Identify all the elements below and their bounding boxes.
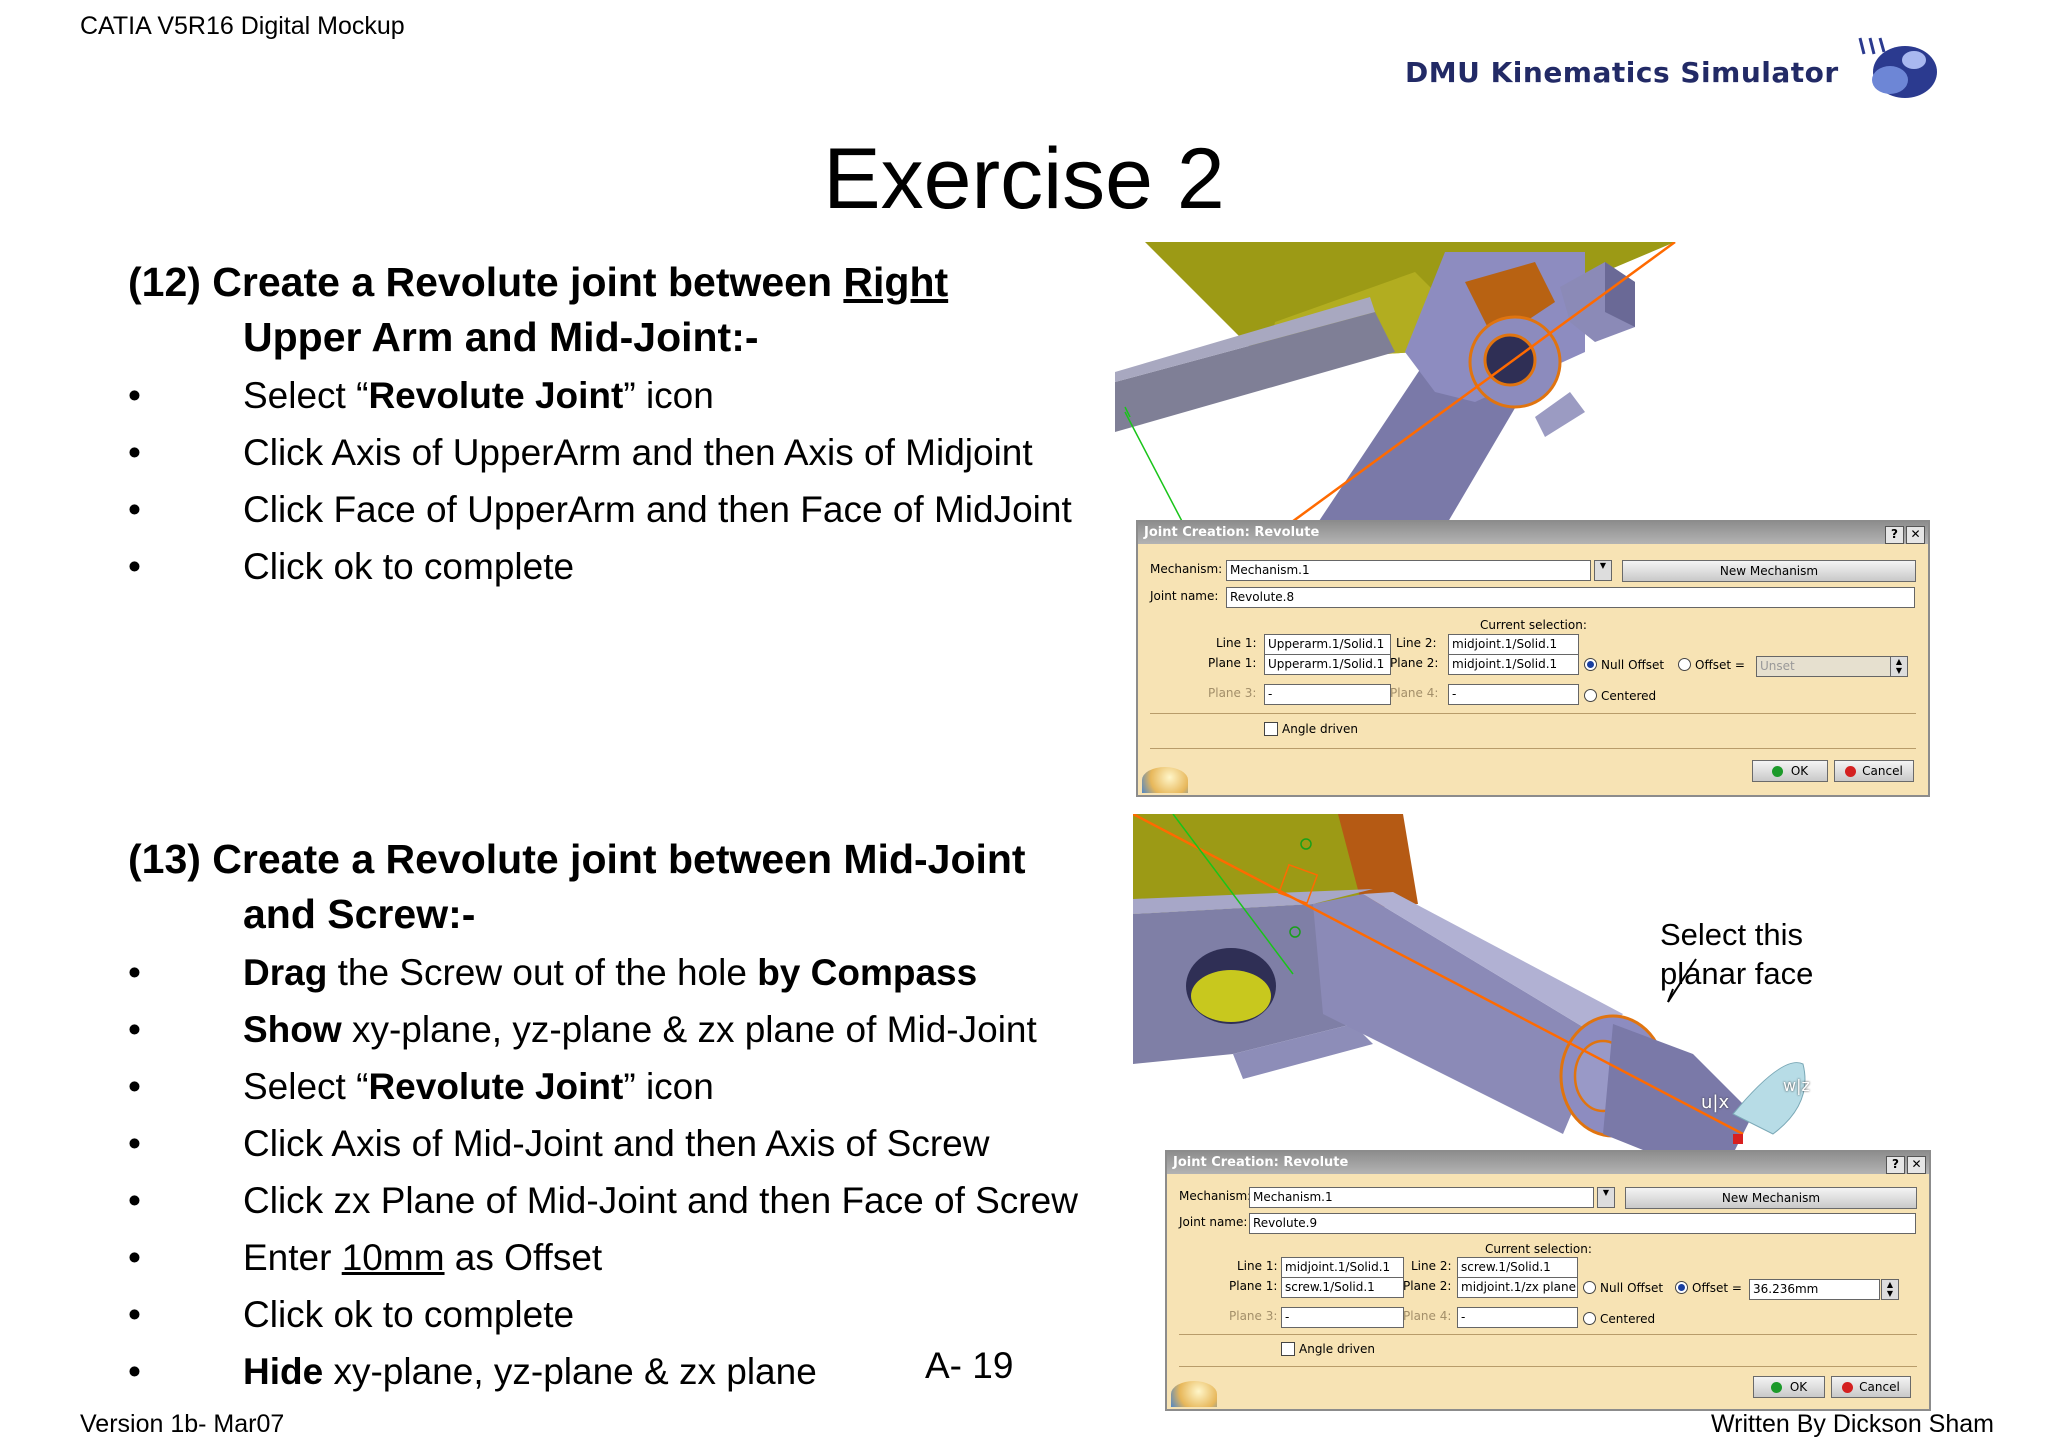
- offset-spinner[interactable]: ▲▼: [1890, 656, 1908, 677]
- logo-graphic: [1858, 37, 1937, 98]
- joint-name-field[interactable]: Revolute.8: [1226, 587, 1915, 608]
- dialog-title-bar: Joint Creation: Revolute ?✕: [1138, 522, 1928, 544]
- ok-button[interactable]: OK: [1752, 760, 1828, 782]
- plane2-field[interactable]: midjoint.1/Solid.1: [1448, 654, 1579, 675]
- list-item: •Select “Revolute Joint” icon: [128, 1066, 714, 1107]
- divider: [1179, 1366, 1917, 1367]
- ok-icon: [1770, 1382, 1782, 1393]
- plane1-field[interactable]: Upperarm.1/Solid.1: [1264, 654, 1391, 675]
- line2-field[interactable]: screw.1/Solid.1: [1457, 1257, 1578, 1278]
- chevron-down-icon[interactable]: ▼: [1597, 1187, 1615, 1208]
- plane3-field[interactable]: -: [1281, 1307, 1404, 1328]
- logo-text: DMU Kinematics Simulator: [1405, 56, 1839, 89]
- cancel-button[interactable]: Cancel: [1834, 760, 1914, 782]
- list-item: •Enter 10mm as Offset: [128, 1237, 603, 1278]
- offset-spinner[interactable]: ▲▼: [1881, 1279, 1899, 1300]
- plane4-field[interactable]: -: [1457, 1307, 1578, 1328]
- list-item: •Click Axis of Mid-Joint and then Axis o…: [128, 1123, 990, 1164]
- null-offset-radio[interactable]: [1584, 658, 1597, 671]
- list-item: •Select “Revolute Joint” icon: [128, 375, 714, 416]
- plane2-field[interactable]: midjoint.1/zx plane: [1457, 1277, 1578, 1298]
- new-mechanism-button[interactable]: New Mechanism: [1622, 560, 1916, 582]
- null-offset-radio[interactable]: [1583, 1281, 1596, 1294]
- line2-field[interactable]: midjoint.1/Solid.1: [1448, 634, 1579, 655]
- list-item: •Click ok to complete: [128, 1294, 575, 1335]
- viewport-midjoint-screw[interactable]: u|x w|z: [1133, 814, 1918, 1154]
- cancel-icon: [1842, 1382, 1854, 1393]
- list-item: •Click Face of UpperArm and then Face of…: [128, 489, 1072, 530]
- joint-name-field[interactable]: Revolute.9: [1249, 1213, 1916, 1234]
- dmu-logo: DMU Kinematics Simulator: [1395, 30, 1945, 110]
- help-button[interactable]: ?: [1885, 526, 1904, 544]
- list-item: •Show xy-plane, yz-plane & zx plane of M…: [128, 1009, 1037, 1050]
- page-number: A- 19: [925, 1345, 1014, 1386]
- joint-creation-dialog: Joint Creation: Revolute ?✕ Mechanism: M…: [1136, 520, 1930, 797]
- chevron-down-icon[interactable]: ▼: [1594, 560, 1612, 581]
- ok-icon: [1771, 766, 1783, 777]
- offset-radio[interactable]: [1675, 1281, 1688, 1294]
- offset-radio[interactable]: [1678, 658, 1691, 671]
- list-item: •Click ok to complete: [128, 546, 575, 587]
- plane1-field[interactable]: screw.1/Solid.1: [1281, 1277, 1404, 1298]
- centered-radio[interactable]: [1584, 689, 1597, 702]
- cancel-button[interactable]: Cancel: [1831, 1376, 1911, 1398]
- section-12: (12) Create a Revolute joint between Rig…: [128, 255, 1072, 595]
- close-button[interactable]: ✕: [1907, 1156, 1926, 1174]
- divider: [1179, 1334, 1917, 1335]
- list-item: •Click zx Plane of Mid-Joint and then Fa…: [128, 1180, 1078, 1221]
- help-button[interactable]: ?: [1886, 1156, 1905, 1174]
- centered-radio[interactable]: [1583, 1312, 1596, 1325]
- course-header: CATIA V5R16 Digital Mockup: [80, 12, 405, 40]
- line1-field[interactable]: Upperarm.1/Solid.1: [1264, 634, 1391, 655]
- close-button[interactable]: ✕: [1906, 526, 1925, 544]
- offset-field[interactable]: 36.236mm: [1749, 1279, 1880, 1300]
- section-12-steps: •Select “Revolute Joint” icon •Click Axi…: [128, 367, 1072, 595]
- compass-u-label: u|x: [1701, 1092, 1730, 1113]
- viewport-render: [1133, 814, 1806, 1154]
- ok-button[interactable]: OK: [1753, 1376, 1825, 1398]
- divider: [1150, 748, 1916, 749]
- list-item: •Drag the Screw out of the hole by Compa…: [128, 952, 978, 993]
- angle-driven-checkbox[interactable]: [1264, 722, 1278, 736]
- divider: [1150, 713, 1916, 714]
- dialog-title-bar: Joint Creation: Revolute ?✕: [1167, 1152, 1929, 1174]
- offset-field[interactable]: Unset: [1756, 656, 1891, 677]
- viewport-upper-arm-midjoint[interactable]: [1115, 242, 1680, 527]
- globe-icon: [1171, 1381, 1217, 1407]
- mechanism-select[interactable]: Mechanism.1: [1226, 560, 1591, 581]
- section-13: (13) Create a Revolute joint between Mid…: [128, 832, 1078, 1400]
- footer-author: Written By Dickson Sham: [1711, 1410, 1994, 1438]
- viewport-render: [1115, 242, 1676, 527]
- globe-icon: [1142, 767, 1188, 793]
- joint-creation-dialog: Joint Creation: Revolute ?✕ Mechanism: M…: [1165, 1150, 1931, 1411]
- footer-version: Version 1b- Mar07: [80, 1410, 285, 1438]
- mechanism-select[interactable]: Mechanism.1: [1249, 1187, 1594, 1208]
- compass-w-label: w|z: [1783, 1076, 1810, 1095]
- plane4-field[interactable]: -: [1448, 684, 1579, 705]
- list-item: •Click Axis of UpperArm and then Axis of…: [128, 432, 1033, 473]
- list-item: •Hide xy-plane, yz-plane & zx plane: [128, 1351, 817, 1392]
- callout-select-face: Select this planar face: [1660, 917, 1814, 991]
- angle-driven-checkbox[interactable]: [1281, 1342, 1295, 1356]
- section-13-title: (13) Create a Revolute joint between Mid…: [128, 836, 1026, 937]
- underlined-word: Right: [843, 259, 949, 305]
- section-13-steps: •Drag the Screw out of the hole by Compa…: [128, 944, 1078, 1400]
- plane3-field[interactable]: -: [1264, 684, 1391, 705]
- line1-field[interactable]: midjoint.1/Solid.1: [1281, 1257, 1404, 1278]
- new-mechanism-button[interactable]: New Mechanism: [1625, 1187, 1917, 1209]
- section-12-title: (12) Create a Revolute joint between Rig…: [128, 259, 949, 360]
- page-title: Exercise 2: [823, 131, 1225, 227]
- cancel-icon: [1845, 766, 1857, 777]
